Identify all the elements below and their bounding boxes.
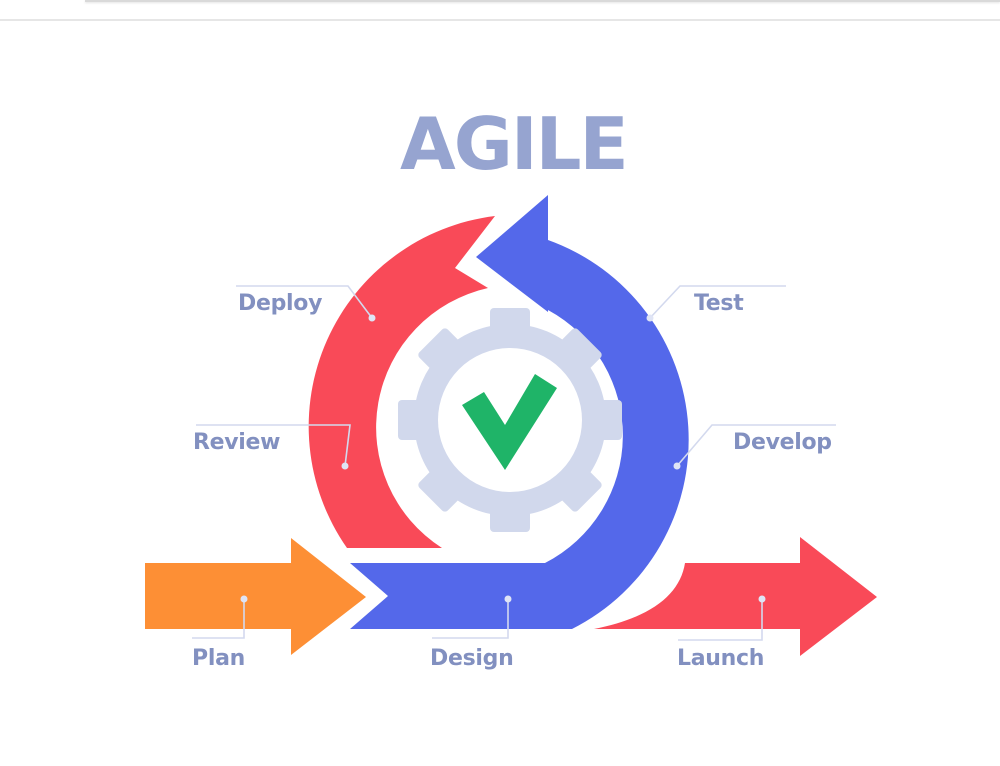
label-test: Test: [694, 291, 744, 316]
label-plan: Plan: [192, 646, 245, 671]
leader-dots: [240, 314, 766, 603]
plan-arrow: [145, 538, 366, 655]
top-divider: [0, 19, 1000, 21]
launch-arrow: [594, 537, 877, 656]
label-develop: Develop: [733, 430, 832, 455]
label-launch: Launch: [677, 646, 765, 671]
checkmark-icon: [462, 374, 557, 470]
red-cycle-arrow: [345, 548, 440, 553]
label-deploy: Deploy: [238, 291, 323, 316]
diagram-title: AGILE: [400, 102, 629, 186]
leader-lines: [192, 285, 836, 641]
label-design: Design: [430, 646, 514, 671]
label-review: Review: [193, 430, 281, 455]
top-scroll-shadow: [85, 0, 1000, 2]
blue-arc-design-develop-test: [350, 195, 689, 629]
red-arc-review-deploy: [308, 216, 495, 548]
